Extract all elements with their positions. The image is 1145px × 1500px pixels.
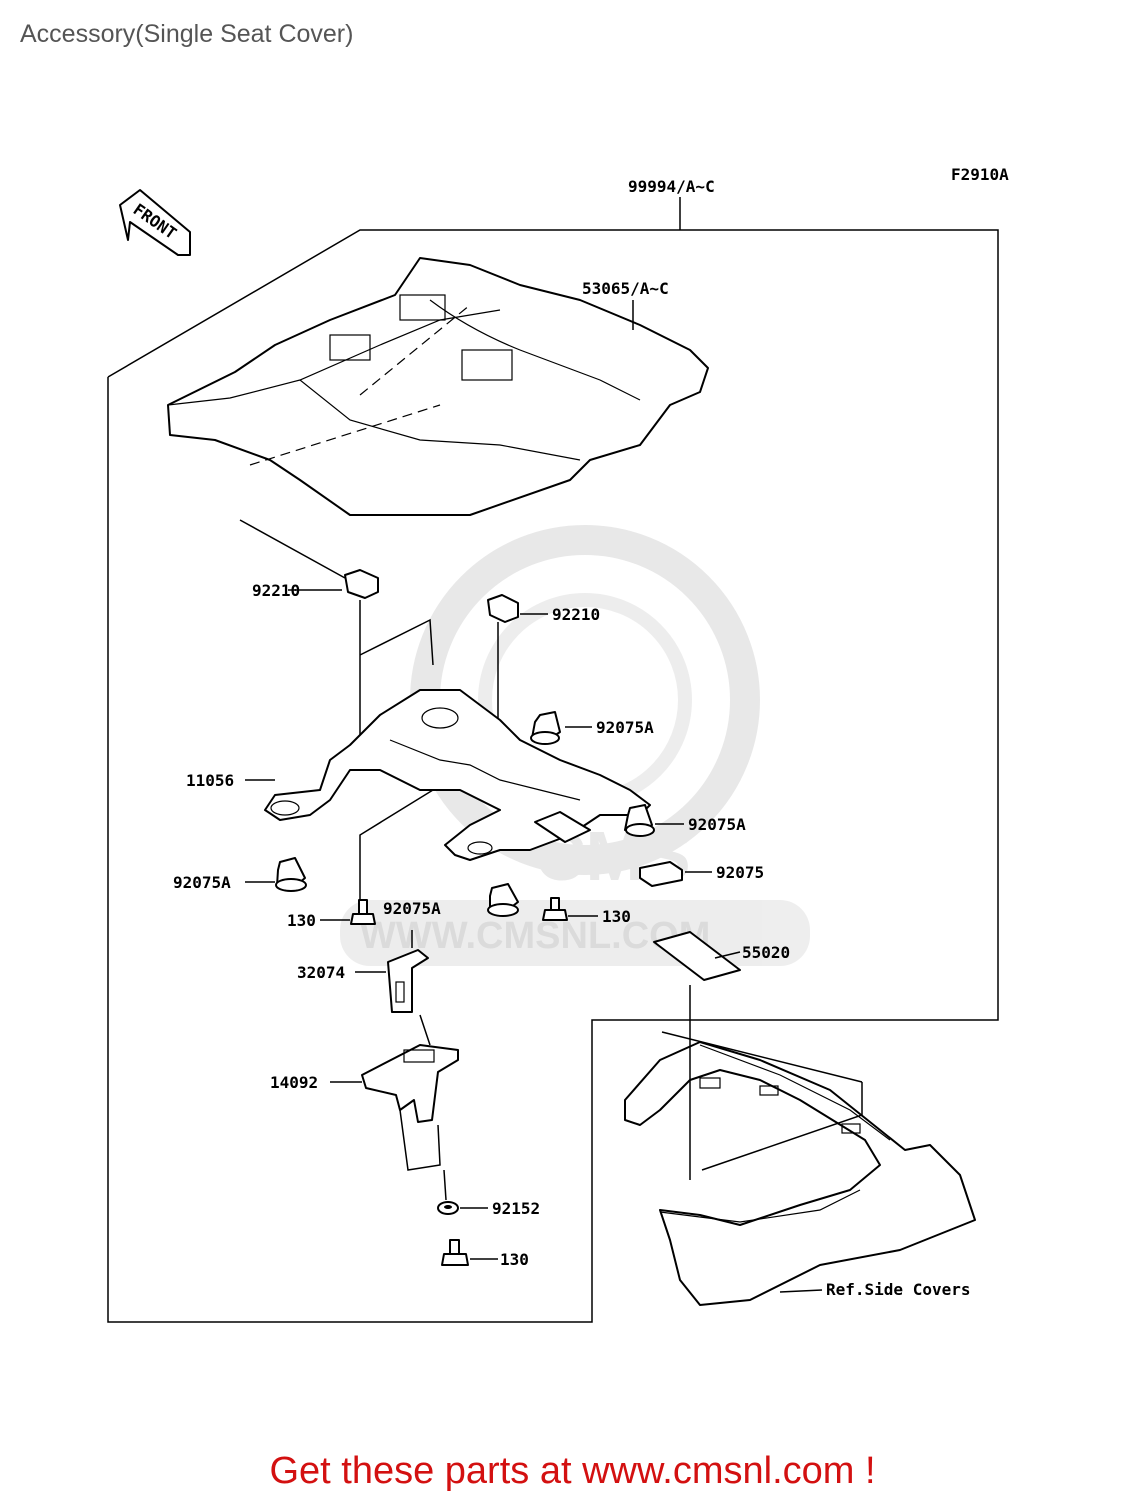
- callout-nut-right: 92210: [552, 605, 600, 624]
- damper-upper-right: [530, 711, 561, 745]
- callout-ref-side-covers: Ref.Side Covers: [826, 1280, 971, 1299]
- damper-mid-right: [624, 804, 655, 837]
- cta-link[interactable]: Get these parts at www.cmsnl.com !: [269, 1450, 876, 1492]
- callout-damper-center: 92075A: [383, 899, 441, 918]
- callout-washer: 92152: [492, 1199, 540, 1218]
- damper-left: [275, 857, 307, 892]
- callout-holder: 14092: [270, 1073, 318, 1092]
- kit-outline: [107, 197, 999, 1323]
- callout-damper-upper-right: 92075A: [596, 718, 654, 737]
- callout-damper-mid-right: 92075A: [688, 815, 746, 834]
- callout-damper-pad: 92075: [716, 863, 764, 882]
- callout-label: 55020: [742, 943, 790, 962]
- callout-damper-left: 92075A: [173, 873, 231, 892]
- callout-bolt-right: 130: [602, 907, 631, 926]
- callout-bolt-bottom: 130: [500, 1250, 529, 1269]
- damper-center: [487, 883, 519, 917]
- bolt-130-bottom: [441, 1239, 469, 1266]
- nut-92210-left: [344, 569, 379, 599]
- holder-14092: [361, 1044, 459, 1123]
- page-title: Accessory(Single Seat Cover): [20, 20, 354, 48]
- side-covers-reference: [624, 985, 976, 1306]
- callout-bracket: 11056: [186, 771, 234, 790]
- figure-code: F2910A: [951, 165, 1009, 184]
- bolt-130-right: [542, 897, 568, 921]
- damper-pad-92075: [639, 861, 683, 887]
- callout-kit: 99994/A~C: [628, 177, 715, 196]
- bracket-11056: [264, 689, 651, 861]
- plate-32074: [387, 949, 429, 1013]
- front-arrow-icon: FRONT: [119, 189, 191, 256]
- callout-nut-left: 92210: [252, 581, 300, 600]
- bolt-130-left: [350, 899, 376, 925]
- label-55020: [653, 931, 741, 981]
- callout-plate: 32074: [297, 963, 345, 982]
- parts-diagram: CMS WWW.CMSNL.COM FRONT F2910A 99994/A~C…: [107, 165, 1009, 1323]
- washer-92152: [437, 1201, 459, 1215]
- nut-92210-right: [487, 594, 519, 623]
- callout-bolt-left: 130: [287, 911, 316, 930]
- callout-seat-cover: 53065/A~C: [582, 279, 669, 298]
- seat-cover: [167, 257, 709, 516]
